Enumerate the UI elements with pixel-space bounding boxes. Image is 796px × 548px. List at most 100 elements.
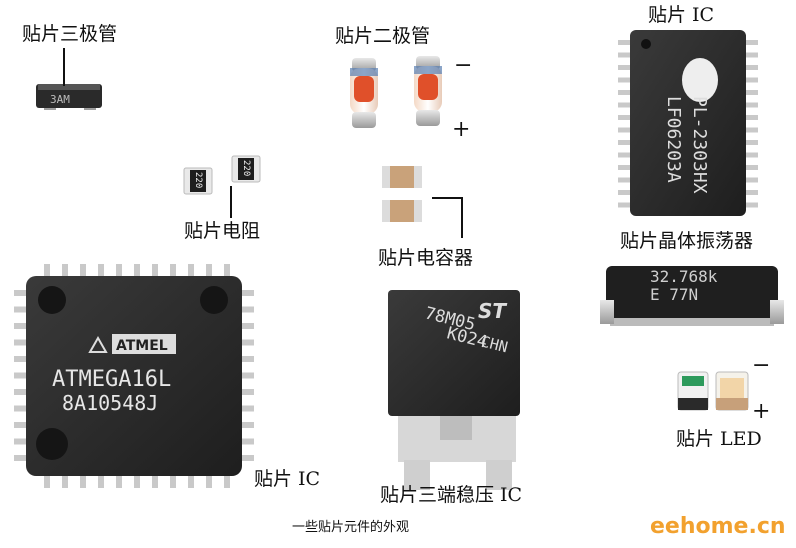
chip-pin	[744, 127, 758, 133]
chip-pin	[240, 405, 254, 412]
crystal-marking-2: E 77N	[650, 285, 698, 304]
chip-pin	[44, 474, 50, 488]
chip-pin	[618, 202, 632, 208]
atmel-logo: ATMEL	[116, 338, 168, 354]
label-smd-ic-bottom: 贴片 IC	[254, 468, 321, 490]
chip-pin	[14, 422, 28, 428]
regulator-chip: ST 78M05 K024 CHN	[388, 290, 520, 490]
chip-pin	[744, 177, 758, 183]
chip-pin	[240, 356, 254, 362]
label-smd-transistor: 贴片三极管	[22, 23, 118, 45]
chip-pin	[14, 323, 28, 329]
smd-capacitor-a	[382, 166, 422, 188]
chip-pin	[240, 372, 254, 379]
label-smd-regulator: 贴片三端稳压 IC	[380, 484, 523, 506]
smd-crystal: 32.768k E 77N	[600, 266, 784, 326]
chip-pin	[14, 290, 28, 296]
chip-pin	[134, 474, 140, 488]
led-plus-sign: +	[752, 399, 770, 424]
resistor-b-marking: 220	[241, 160, 251, 176]
chip-pin	[224, 264, 230, 278]
chip-pin	[98, 264, 104, 278]
pl2303-marking-2: LF06203A	[663, 96, 684, 183]
crystal-marking-1: 32.768k	[650, 267, 718, 286]
smd-resistor-a: 220	[183, 167, 213, 195]
chip-pin	[188, 264, 194, 278]
chip-pin	[240, 389, 254, 395]
chip-pin	[744, 102, 758, 108]
chip-pin	[240, 455, 254, 461]
chip-pin	[744, 52, 758, 58]
chip-pin	[618, 40, 632, 45]
atmega-marking-2: 8A10548J	[62, 391, 158, 415]
chip-pin	[744, 40, 758, 45]
chip-pin	[80, 264, 86, 278]
diode-minus-sign: −	[454, 53, 472, 78]
label-smd-ic-top: 贴片 IC	[648, 4, 715, 26]
smd-diode-right	[414, 56, 442, 126]
chip-pin	[14, 405, 28, 412]
transistor-marking: 3AM	[50, 93, 70, 106]
chip-pin	[618, 52, 632, 58]
chip-pin	[744, 140, 758, 145]
smd-led-green	[677, 371, 709, 411]
chip-pin	[14, 455, 28, 461]
smd-led-clear	[715, 371, 749, 411]
led-minus-sign: −	[752, 353, 770, 378]
chip-pin	[44, 264, 50, 278]
chip-pin	[618, 165, 632, 170]
chip-pin	[240, 306, 254, 313]
label-smd-diode: 贴片二极管	[335, 25, 431, 47]
chip-pin	[240, 438, 254, 445]
chip-pin	[152, 264, 158, 278]
chip-pin	[240, 339, 254, 346]
label-smd-capacitor: 贴片电容器	[378, 247, 474, 269]
figure-caption: 一些贴片元件的外观	[292, 520, 410, 535]
chip-pin	[618, 177, 632, 183]
chip-pin	[98, 474, 104, 488]
chip-pin	[744, 90, 758, 95]
chip-pin	[744, 152, 758, 158]
chip-pin	[744, 190, 758, 195]
st-logo: ST	[478, 299, 507, 323]
chip-pin	[14, 339, 28, 346]
chip-pin	[62, 264, 68, 278]
chip-pin	[206, 474, 212, 488]
watermark: eehome.cn	[650, 514, 786, 539]
smd-capacitor-b	[382, 200, 422, 222]
chip-pin	[618, 140, 632, 145]
label-smd-crystal: 贴片晶体振荡器	[620, 230, 754, 252]
chip-pin	[618, 90, 632, 95]
chip-pin	[618, 190, 632, 195]
chip-pin	[744, 77, 758, 83]
label-smd-led: 贴片 LED	[676, 428, 762, 450]
chip-pin	[240, 422, 254, 428]
chip-pin	[618, 77, 632, 83]
pl2303-chip: PL-2303HX LF06203A	[618, 30, 758, 216]
atmega-chip: ATMEL ATMEGA16L 8A10548J	[14, 264, 254, 488]
chip-pin	[62, 474, 68, 488]
chip-pin	[224, 474, 230, 488]
chip-pin	[116, 264, 122, 278]
chip-pin	[170, 474, 176, 488]
chip-pin	[744, 202, 758, 208]
chip-pin	[618, 127, 632, 133]
chip-pin	[188, 474, 194, 488]
chip-pin	[14, 372, 28, 379]
chip-pin	[206, 264, 212, 278]
chip-pin	[14, 356, 28, 362]
chip-pin	[80, 474, 86, 488]
smd-diode-left	[350, 58, 378, 128]
chip-pin	[116, 474, 122, 488]
chip-pin	[618, 102, 632, 108]
chip-pin	[14, 438, 28, 445]
chip-pin	[618, 152, 632, 158]
chip-pin	[14, 389, 28, 395]
chip-pin	[744, 115, 758, 120]
smd-transistor: 3AM	[36, 84, 102, 110]
chip-pin	[14, 306, 28, 313]
chip-pin	[152, 474, 158, 488]
pl2303-marking-1: PL-2303HX	[689, 96, 710, 194]
atmega-marking-1: ATMEGA16L	[52, 367, 171, 392]
